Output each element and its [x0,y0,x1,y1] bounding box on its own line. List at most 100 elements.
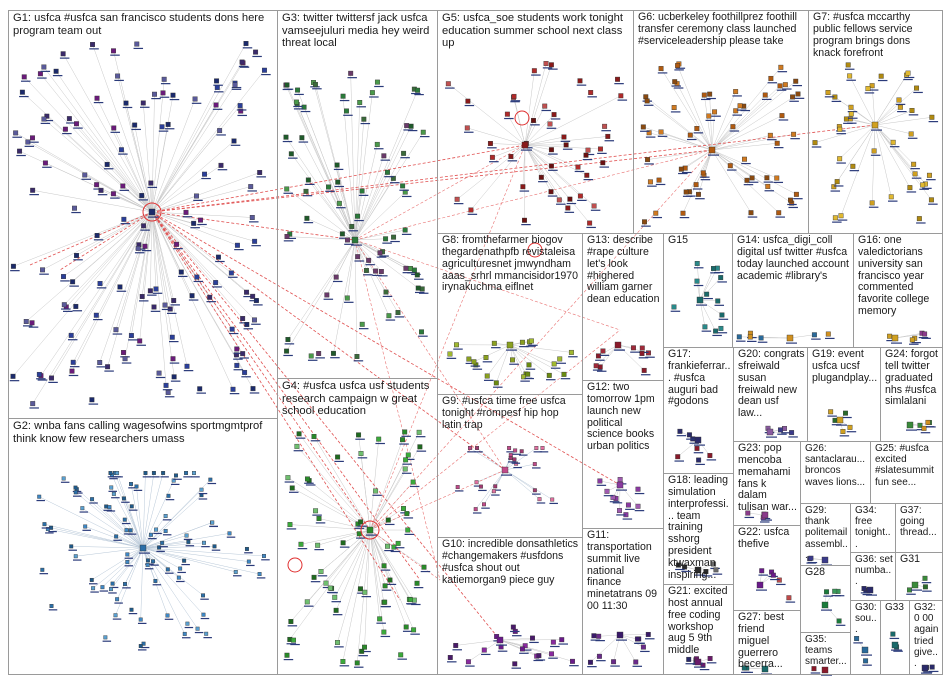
hub-g21[interactable] [694,658,702,666]
node-g4[interactable] [405,452,411,458]
node-g11[interactable] [634,636,640,642]
node-g3[interactable] [359,321,365,327]
node-g1[interactable] [240,316,246,321]
node-g1[interactable] [148,180,154,186]
node-g2[interactable] [121,496,126,501]
node-g1[interactable] [74,252,79,258]
node-g5[interactable] [567,196,573,202]
hub-g27[interactable] [761,665,769,673]
group-g28[interactable]: G28 [800,565,851,633]
group-g7[interactable]: G7: #usfca mccarthy public fellows servi… [808,10,943,234]
node-g9[interactable] [478,484,483,489]
node-g2[interactable] [163,514,168,518]
node-g1[interactable] [250,293,256,299]
node-g5[interactable] [487,141,493,146]
node-g2[interactable] [261,553,266,558]
hub-g7[interactable] [871,121,879,129]
node-g1[interactable] [37,71,43,77]
node-g3[interactable] [386,313,392,319]
node-g1[interactable] [213,102,219,108]
group-g15[interactable]: G15 [663,233,733,348]
node-g4[interactable] [311,574,317,580]
node-g6[interactable] [762,92,768,98]
hub-g14[interactable] [786,334,794,342]
node-g2[interactable] [124,528,129,533]
node-g1[interactable] [19,89,25,95]
node-g2[interactable] [103,635,108,640]
node-g9[interactable] [550,497,555,502]
node-g2[interactable] [204,631,209,636]
node-g2[interactable] [151,559,155,564]
node-g6[interactable] [744,177,750,183]
node-g7[interactable] [865,86,871,92]
node-g1[interactable] [165,389,171,395]
hub-g4[interactable] [366,526,374,534]
node-g2[interactable] [199,487,204,492]
node-g2[interactable] [114,534,119,539]
node-g17[interactable] [696,457,702,463]
node-g2[interactable] [145,558,150,563]
node-g7[interactable] [929,114,935,120]
node-g2[interactable] [178,566,183,571]
node-g6[interactable] [768,75,774,81]
node-g9[interactable] [537,497,542,502]
node-g1[interactable] [170,92,176,98]
node-g2[interactable] [227,531,232,536]
node-g3[interactable] [408,123,414,129]
node-g3[interactable] [334,162,340,168]
node-g6[interactable] [695,191,701,197]
node-g9[interactable] [491,489,496,494]
node-g15[interactable] [713,328,719,334]
node-g3[interactable] [305,177,311,183]
node-g5[interactable] [577,193,583,199]
node-g2[interactable] [123,582,127,586]
node-g10[interactable] [536,653,542,659]
node-g15[interactable] [702,324,708,330]
node-g3[interactable] [301,104,307,110]
node-g9[interactable] [493,484,498,489]
node-g28[interactable] [824,589,830,595]
group-g3[interactable]: G3: twitter twittersf jack usfca vamseej… [277,10,438,379]
node-g4[interactable] [359,648,365,654]
node-g18[interactable] [703,569,709,575]
node-g3[interactable] [363,268,369,273]
node-g5[interactable] [584,172,590,178]
node-g4[interactable] [296,431,302,437]
node-g7[interactable] [847,73,853,79]
node-g1[interactable] [253,49,259,55]
node-g17[interactable] [694,445,700,451]
node-g7[interactable] [848,111,854,117]
node-g3[interactable] [384,169,390,175]
node-g3[interactable] [284,348,290,354]
node-g7[interactable] [911,161,917,167]
node-g6[interactable] [658,66,664,72]
node-g3[interactable] [285,337,291,342]
node-g2[interactable] [108,471,113,475]
node-g4[interactable] [333,607,339,613]
hub-g1[interactable] [148,208,156,216]
node-g1[interactable] [217,128,223,134]
node-g5[interactable] [577,78,583,84]
node-g1[interactable] [248,184,254,190]
node-g5[interactable] [445,81,451,87]
node-g2[interactable] [125,560,130,564]
node-g6[interactable] [733,108,739,114]
node-g1[interactable] [192,96,198,102]
node-g1[interactable] [23,319,29,324]
group-g21[interactable]: G21: excited host annual free coding wor… [663,584,734,675]
node-g1[interactable] [229,326,235,332]
node-g2[interactable] [195,626,200,631]
node-g1[interactable] [82,172,88,178]
node-g4[interactable] [411,627,417,633]
node-g3[interactable] [349,223,355,229]
node-g6[interactable] [791,131,797,137]
hub-g15[interactable] [696,296,704,304]
hub-g19[interactable] [836,416,844,424]
node-g1[interactable] [60,51,66,57]
node-g1[interactable] [94,233,100,238]
node-g1[interactable] [139,193,145,199]
node-g15[interactable] [694,260,700,266]
node-g7[interactable] [907,185,913,191]
hub-g11[interactable] [616,631,624,639]
node-g31[interactable] [922,584,928,590]
